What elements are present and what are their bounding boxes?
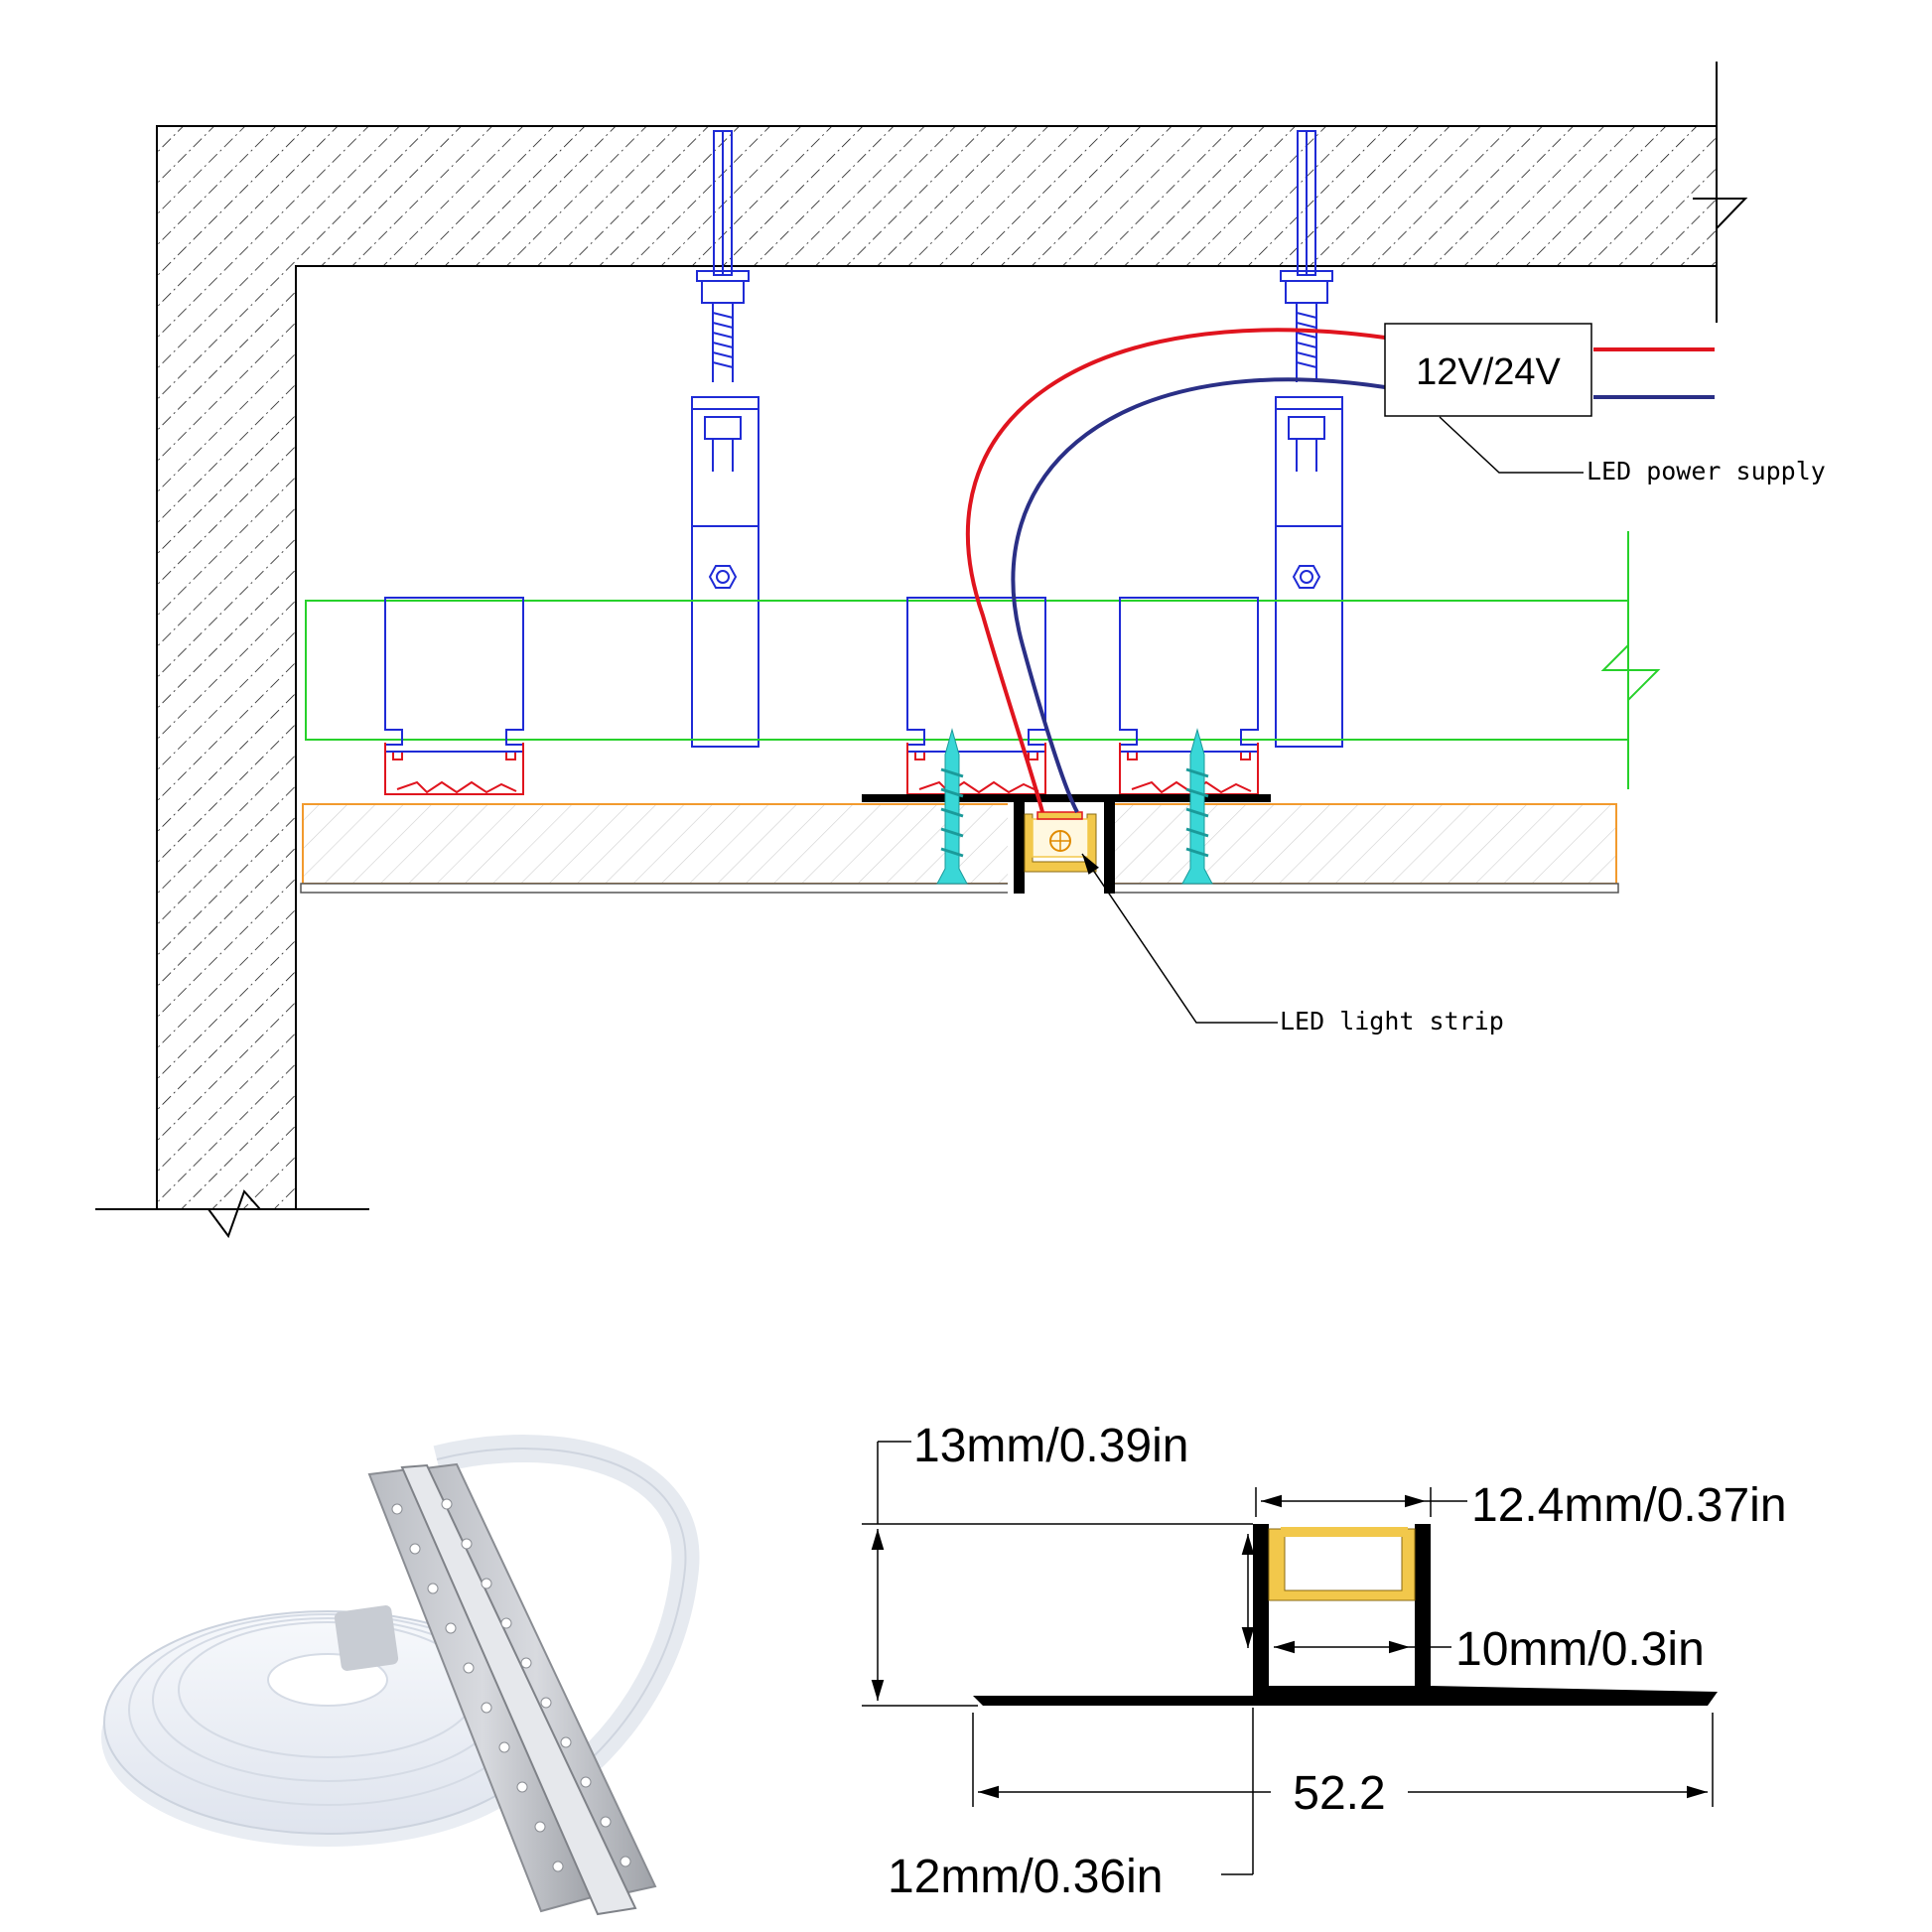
- power-supply-box: [1384, 323, 1592, 417]
- screw-left: [936, 728, 968, 885]
- strip-leader: [1081, 853, 1278, 1024]
- main-batten: [305, 531, 1661, 789]
- strip-label: LED light strip: [1280, 1007, 1504, 1035]
- cross-batten-3: [1119, 597, 1259, 795]
- cross-batten-1: [384, 597, 524, 795]
- power-supply-label: LED power supply: [1587, 457, 1826, 485]
- dim-opening-width-label: 12.4mm/0.37in: [1471, 1479, 1787, 1532]
- hanger-right: [1275, 130, 1343, 748]
- dim-inner-width-label: 10mm/0.3in: [1455, 1623, 1705, 1676]
- dimension-drawing: [862, 1441, 1718, 1875]
- dim-total-width-label: 52.2: [1293, 1767, 1385, 1820]
- cross-batten-2: [906, 597, 1046, 795]
- power-supply-leader: [1439, 416, 1584, 474]
- concrete-structure: [95, 62, 1748, 1239]
- dim-channel-width-label: 12mm/0.36in: [888, 1851, 1163, 1903]
- dim-height-label: 13mm/0.39in: [913, 1420, 1188, 1472]
- product-photo: [101, 1435, 700, 1916]
- wire-positive: [965, 328, 1386, 813]
- profile-section: [862, 794, 1271, 894]
- wire-negative: [1011, 377, 1386, 813]
- power-supply-voltage: 12V/24V: [1416, 351, 1561, 393]
- screw-right: [1181, 728, 1213, 885]
